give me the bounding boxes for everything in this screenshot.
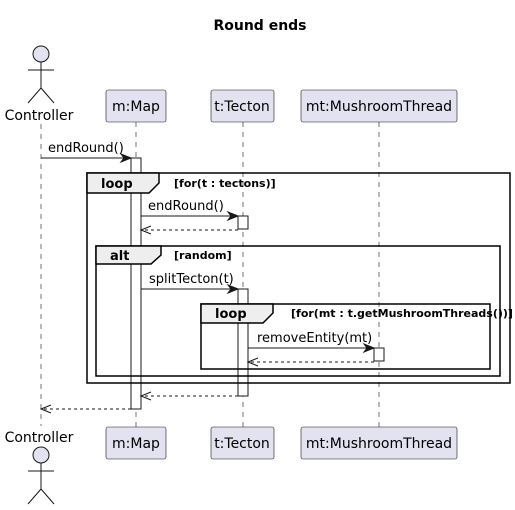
fragment-operator: alt — [110, 249, 129, 264]
activation-map — [130, 157, 142, 410]
fragment-operator: loop — [101, 177, 133, 192]
diagram-title: Round ends — [213, 18, 306, 34]
actor-label-controller-bottom: Controller — [5, 430, 74, 446]
message-endround-map: endRound() — [41, 141, 133, 164]
message-label: splitTecton(t) — [149, 272, 234, 287]
actor-icon — [32, 45, 50, 63]
message-label: removeEntity(mt) — [257, 331, 372, 346]
participant-label-mushroom-thread-bottom: mt:MushroomThread — [306, 436, 452, 452]
actor-label-controller-top: Controller — [5, 108, 74, 124]
participant-tecton-top: t:Tecton — [210, 89, 275, 123]
reply-endround-tecton — [139, 225, 238, 235]
participant-label-tecton-top: t:Tecton — [214, 99, 270, 115]
participant-map-bottom: m:Map — [105, 426, 167, 460]
reply-remove-entity — [246, 357, 374, 367]
fragment-guard: [for(mt : t.getMushroomThreads())] — [291, 307, 513, 320]
activation-mushroom-thread — [373, 347, 385, 362]
message-split-tecton: splitTecton(t) — [141, 272, 240, 295]
message-label: endRound() — [48, 141, 124, 156]
participant-label-map-top: m:Map — [112, 99, 160, 115]
activation-tecton-endround — [237, 215, 249, 230]
message-label: endRound() — [148, 199, 224, 214]
message-remove-entity: removeEntity(mt) — [248, 331, 376, 354]
actor-icon — [32, 446, 50, 464]
actor-controller-top — [27, 45, 55, 104]
actor-controller-bottom — [27, 446, 55, 505]
participant-mushroom-thread-top: mt:MushroomThread — [300, 89, 458, 123]
participant-label-mushroom-thread-top: mt:MushroomThread — [306, 99, 452, 115]
message-endround-tecton: endRound() — [141, 199, 240, 222]
fragment-alt: alt [random] — [95, 245, 501, 377]
fragment-operator: loop — [215, 307, 247, 322]
reply-split-tecton — [139, 391, 238, 401]
reply-endround-map — [39, 404, 131, 414]
fragment-inner-loop: loop [for(mt : t.getMushroomThreads())] — [200, 303, 513, 370]
participant-label-map-bottom: m:Map — [112, 436, 160, 452]
fragment-outer-loop: loop [for(t : tectons)] — [86, 172, 511, 384]
activation-tecton-split — [237, 288, 249, 397]
fragment-guard: [random] — [174, 249, 232, 262]
participant-label-tecton-bottom: t:Tecton — [214, 436, 270, 452]
participant-tecton-bottom: t:Tecton — [210, 426, 275, 460]
participant-mushroom-thread-bottom: mt:MushroomThread — [300, 426, 458, 460]
fragment-guard: [for(t : tectons)] — [174, 177, 276, 190]
participant-map-top: m:Map — [105, 89, 167, 123]
